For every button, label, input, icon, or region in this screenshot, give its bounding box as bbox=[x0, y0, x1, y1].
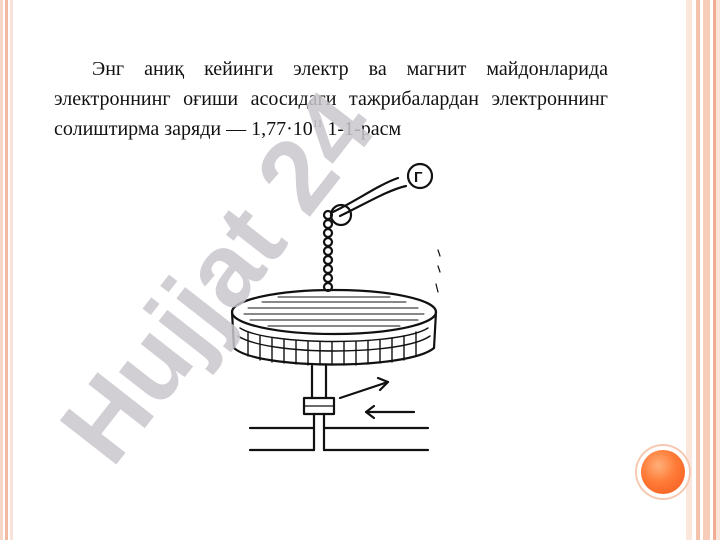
galvanometer-icon bbox=[406, 162, 434, 190]
galvanometer-label: Г bbox=[414, 169, 423, 186]
chain-icon bbox=[322, 209, 334, 293]
figure-reference: 1-1-расм bbox=[322, 118, 402, 140]
left-border-decoration bbox=[0, 0, 13, 540]
body-text: Энг аниқ кейинги электр ва магнит майдон… bbox=[54, 54, 608, 144]
orange-circle-decoration bbox=[641, 450, 685, 494]
right-border-decoration bbox=[686, 0, 720, 540]
paragraph-text: Энг аниқ кейинги электр ва магнит майдон… bbox=[54, 58, 608, 140]
exponent: 11 bbox=[312, 119, 323, 130]
experiment-figure: Г bbox=[230, 162, 441, 452]
paragraph: Энг аниқ кейинги электр ва магнит майдон… bbox=[54, 54, 608, 144]
